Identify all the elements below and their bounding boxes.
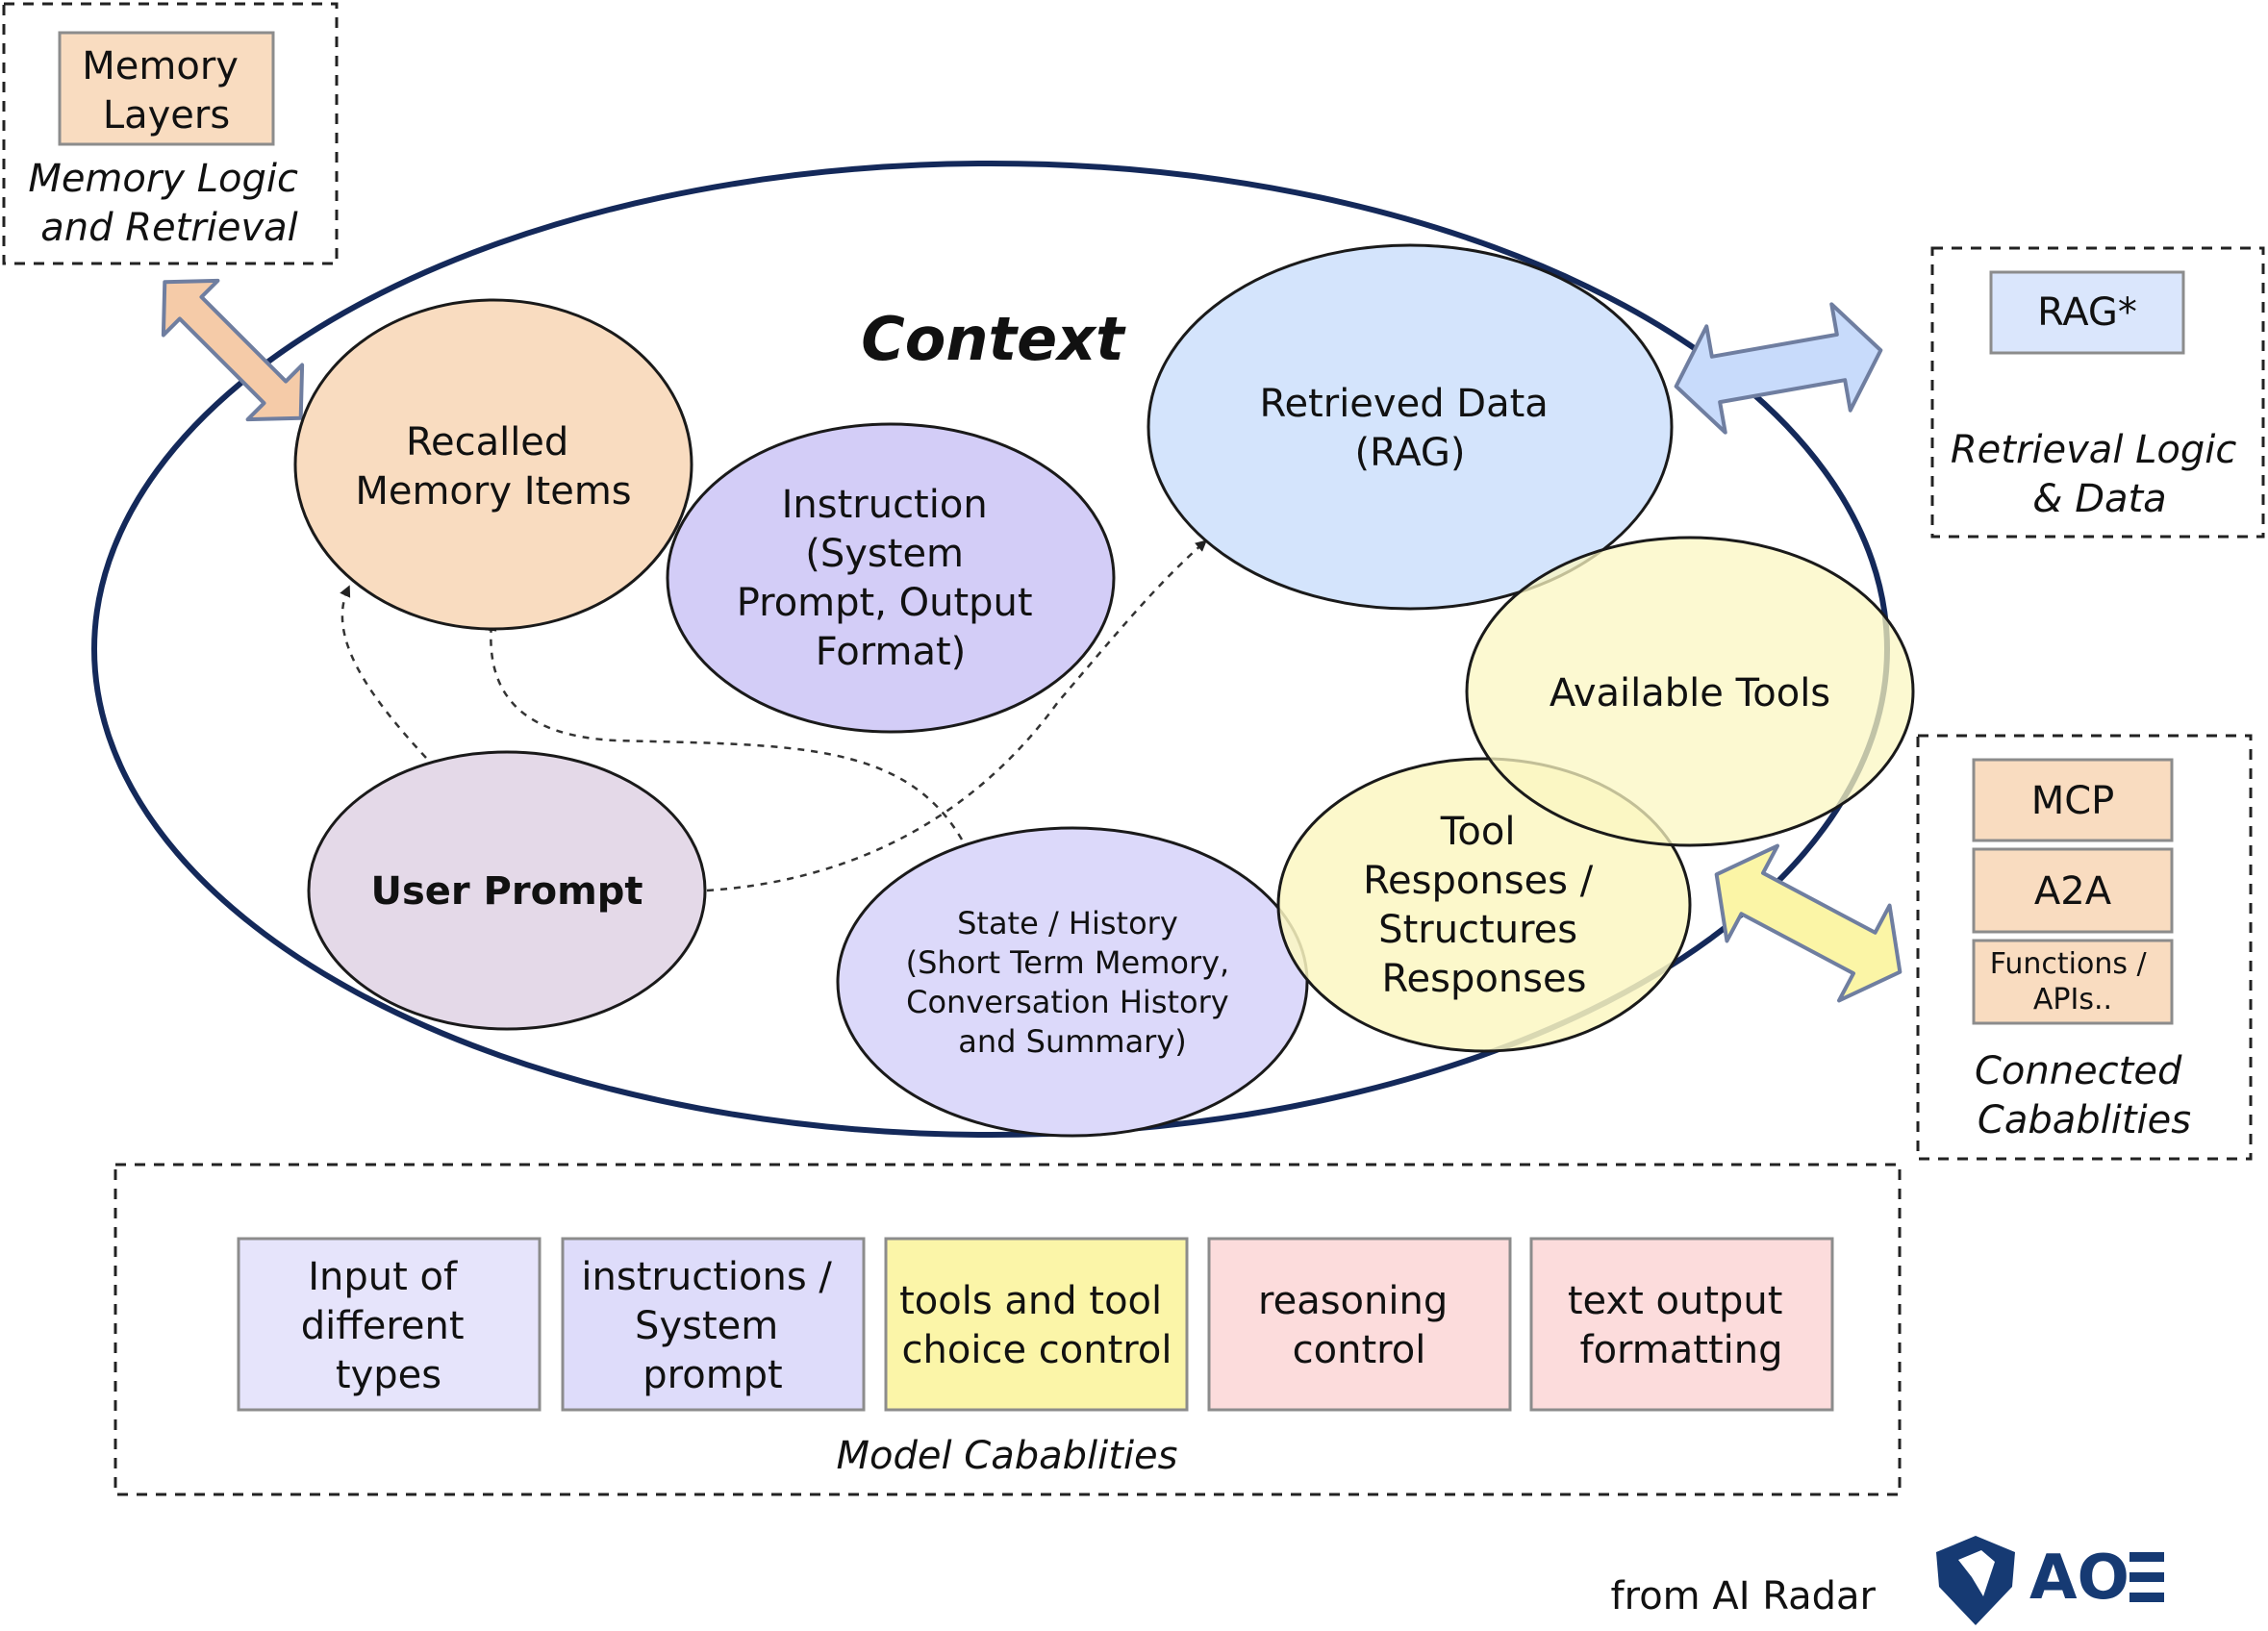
node-tool-responses: Tool Responses / Structures Responses	[1276, 757, 1692, 1053]
svg-text:State / History (Short T: State / History (Short Term Memory, Conv…	[906, 905, 1240, 1060]
model-box-2-line-1: instructions /	[581, 1255, 832, 1299]
functions-line-2: APIs..	[2033, 983, 2112, 1016]
svg-text:reasoning control: reasoning control	[1258, 1279, 1460, 1372]
state-line-1: State / History	[957, 905, 1178, 941]
memory-layers-line-2: Layers	[103, 93, 230, 138]
svg-text:Input of different: Input of different types	[301, 1255, 477, 1397]
svg-text:Recalled Memory Items: Recalled Memory Items	[355, 420, 631, 514]
user-prompt-label: User Prompt	[370, 869, 643, 914]
model-box-5-line-1: text output	[1568, 1279, 1783, 1323]
node-instruction: Instruction (System Prompt, Output Forma…	[666, 422, 1116, 734]
svg-text:tools and tool choice co: tools and tool choice control	[899, 1279, 1174, 1372]
svg-text:Connected Cabablities: Connected Cabablities	[1975, 1049, 2194, 1142]
model-box-1-line-2: different	[301, 1304, 465, 1348]
model-box-1-line-3: types	[336, 1353, 441, 1397]
svg-text:Tool Responses / S: Tool Responses / Structures Responses	[1363, 810, 1605, 1001]
capabilities-caption-line-2: Cabablities	[1978, 1098, 2191, 1142]
model-box-1-line-1: Input of	[308, 1255, 458, 1299]
connector-user-to-memory	[340, 585, 427, 759]
memory-layers-line-1: Memory	[82, 44, 239, 88]
functions-box	[1972, 939, 2174, 1025]
recalled-line-1: Recalled	[406, 420, 568, 464]
model-box-2-line-2: System	[635, 1304, 778, 1348]
rag-panel: RAG* Retrieval Logic & Data	[1930, 246, 2265, 539]
memory-layers-box	[58, 31, 275, 146]
svg-text:Functions / APIs..: Functions / APIs..	[1990, 947, 2155, 1016]
model-capabilities-caption: Model Cabablities	[836, 1434, 1177, 1478]
instruction-line-3: Prompt, Output	[737, 581, 1033, 625]
state-line-4: and Summary)	[958, 1023, 1187, 1060]
capabilities-caption-line-1: Connected	[1975, 1049, 2182, 1093]
rag-box-label: RAG*	[2037, 290, 2137, 335]
model-capabilities-panel: Input of different types instructions / …	[113, 1163, 1902, 1496]
rag-double-arrow	[1674, 302, 1883, 435]
rag-caption-line-1: Retrieval Logic	[1951, 428, 2237, 472]
node-available-tools: Available Tools	[1465, 536, 1915, 847]
svg-text:Instruction (System: Instruction (System Prompt, Output Forma…	[737, 483, 1046, 674]
recalled-line-2: Memory Items	[355, 469, 631, 514]
tool-responses-line-3: Structures	[1378, 908, 1577, 952]
svg-text:Retrieved Data (RAG): Retrieved Data (RAG)	[1259, 382, 1560, 475]
state-line-3: Conversation History	[906, 984, 1229, 1020]
instruction-line-2: (System	[805, 532, 964, 576]
svg-text:Memory Layers: Memory Layers	[82, 44, 250, 138]
rag-box	[1989, 270, 2185, 355]
memory-double-arrow	[161, 278, 305, 422]
model-box-3-line-1: tools and tool	[899, 1279, 1162, 1323]
model-box-text-output	[1529, 1237, 1834, 1412]
memory-caption-line-1: Memory Logic	[28, 157, 298, 201]
instruction-line-4: Format)	[816, 630, 967, 674]
svg-text:instructions / System: instructions / System prompt	[581, 1255, 844, 1397]
functions-line-1: Functions /	[1990, 947, 2148, 981]
connector-user-to-rag	[706, 539, 1207, 892]
a2a-label: A2A	[2034, 869, 2112, 914]
logo-e-bars-icon	[2129, 1552, 2164, 1602]
retrieved-line-2: (RAG)	[1354, 431, 1465, 475]
footer-source: from AI Radar	[1611, 1574, 1877, 1618]
svg-text:Retrieval Logic & Data: Retrieval Logic & Data	[1951, 428, 2249, 521]
model-box-2-line-3: prompt	[643, 1353, 782, 1397]
model-box-4-line-2: control	[1293, 1328, 1426, 1372]
tool-responses-line-2: Responses /	[1363, 859, 1594, 903]
mcp-label: MCP	[2031, 779, 2115, 823]
node-state-history: State / History (Short Term Memory, Conv…	[836, 826, 1309, 1138]
a2a-box	[1972, 847, 2174, 934]
available-tools-label: Available Tools	[1550, 671, 1830, 715]
node-retrieved-data: Retrieved Data (RAG)	[1147, 243, 1674, 611]
node-user-prompt: User Prompt	[307, 750, 707, 1031]
memory-caption-line-2: and Retrieval	[40, 206, 298, 250]
model-box-4-line-1: reasoning	[1258, 1279, 1448, 1323]
context-title: Context	[861, 304, 1126, 374]
aoe-logo: AO	[1936, 1536, 2164, 1625]
retrieved-line-1: Retrieved Data	[1259, 382, 1548, 426]
model-box-3-line-2: choice control	[902, 1328, 1172, 1372]
tools-double-arrow	[1714, 843, 1903, 1003]
node-recalled-memory: Recalled Memory Items	[293, 298, 693, 631]
memory-panel: Memory Layers Memory Logic and Retrieval	[2, 2, 339, 265]
state-line-2: (Short Term Memory,	[906, 944, 1230, 981]
tool-responses-line-1: Tool	[1440, 810, 1516, 854]
svg-text:text output formatting: text output formatting	[1568, 1279, 1795, 1372]
model-box-instructions	[561, 1237, 866, 1412]
connector-state-to-memory	[485, 619, 964, 841]
model-box-reasoning	[1207, 1237, 1512, 1412]
model-box-5-line-2: formatting	[1580, 1328, 1783, 1372]
rag-caption-line-2: & Data	[2032, 477, 2166, 521]
mcp-box	[1972, 758, 2174, 842]
svg-text:Memory Logic and Retriev: Memory Logic and Retrieval	[28, 157, 310, 250]
instruction-line-1: Instruction	[782, 483, 988, 527]
capabilities-panel: MCP A2A Functions / APIs.. Connected Cab…	[1916, 734, 2253, 1161]
tool-responses-line-4: Responses	[1382, 957, 1587, 1001]
logo-text: AO	[2029, 1543, 2129, 1614]
model-box-tools	[884, 1237, 1189, 1412]
model-box-input-types	[237, 1237, 542, 1412]
